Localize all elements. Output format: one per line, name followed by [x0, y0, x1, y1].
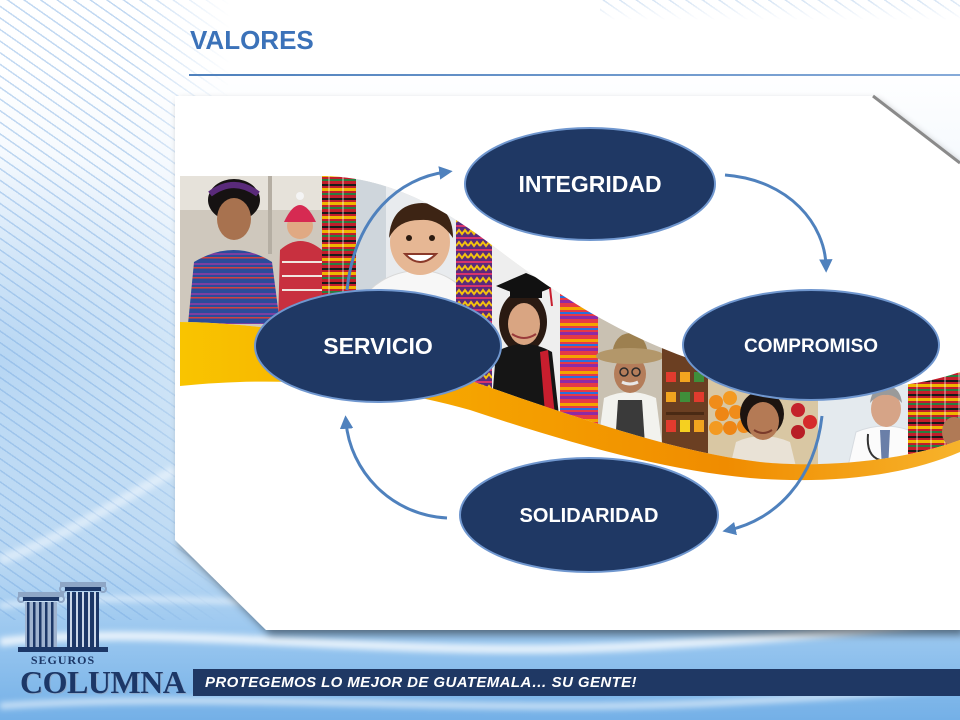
arrow-integridad-to-compromiso: [724, 173, 833, 273]
slide-title: VALORES: [190, 25, 314, 55]
node-label: SOLIDARIDAD: [520, 505, 659, 527]
title-underline: [189, 74, 960, 76]
logo-column-left: [17, 592, 65, 647]
logo-text-seguros: SEGUROS: [30, 653, 96, 667]
node-servicio: SERVICIO: [254, 289, 502, 403]
photo-mother-baby: [180, 176, 324, 330]
logo-base: [18, 647, 108, 652]
background-lines-top: [600, 0, 960, 20]
panel-bevel-edge: [872, 94, 960, 165]
footer-bar: PROTEGEMOS LO MEJOR DE GUATEMALA… SU GEN…: [193, 669, 960, 696]
company-logo: SEGUROS COLUMNA: [12, 576, 192, 700]
columns-icon: [17, 582, 108, 652]
node-integridad: INTEGRIDAD: [464, 127, 716, 241]
arrow-servicio-to-integridad: [345, 166, 453, 291]
node-label: SERVICIO: [323, 333, 433, 359]
arrow-solidaridad-to-servicio: [339, 415, 448, 520]
arrow-compromiso-to-solidaridad: [722, 415, 824, 536]
node-label: INTEGRIDAD: [518, 171, 661, 197]
logo-column-right: [59, 582, 107, 647]
node-label: COMPROMISO: [744, 336, 878, 357]
node-solidaridad: SOLIDARIDAD: [459, 457, 719, 573]
footer-slogan: PROTEGEMOS LO MEJOR DE GUATEMALA… SU GEN…: [205, 674, 637, 691]
node-compromiso: COMPROMISO: [682, 289, 940, 401]
logo-text-columna: COLUMNA: [20, 664, 186, 700]
